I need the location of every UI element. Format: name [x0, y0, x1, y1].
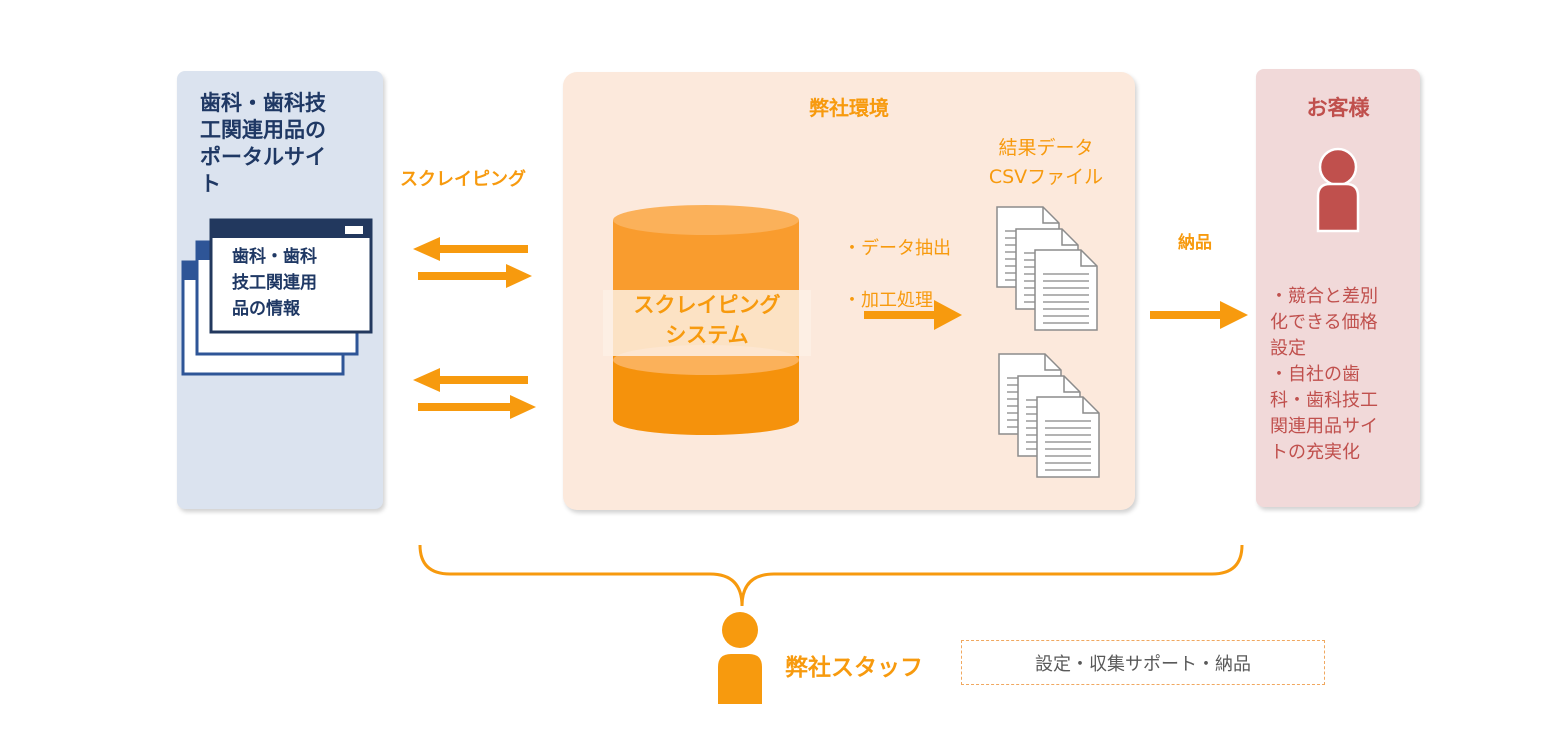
database-cylinder-icon: [603, 205, 811, 435]
person-icon: [718, 612, 762, 704]
scraping-arrows: [413, 237, 536, 419]
customer-panel: [1256, 69, 1420, 507]
browser-window-icon: [181, 218, 373, 376]
staff-tasks: 設定・収集サポート・納品: [1035, 653, 1251, 675]
product-info-label: 歯科・歯科 技工関連用 品の情報: [232, 247, 317, 319]
process-item-transform: ・加工処理: [843, 290, 933, 311]
customer-title: お客様: [1306, 96, 1370, 120]
delivery-label: 納品: [1178, 233, 1212, 253]
process-list: ・データ抽出 ・加工処理: [843, 210, 951, 340]
scraping-label: スクレイピング: [400, 169, 526, 190]
process-item-extract: ・データ抽出: [843, 238, 951, 259]
result-file-label: 結果データ CSVファイル: [988, 137, 1104, 188]
portal-site-title: 歯科・歯科技 工関連用品の ポータルサイ ト: [200, 91, 326, 196]
arrow-icon: [864, 300, 962, 330]
customer-benefits: ・競合と差別 化できる価格 設定 ・自社の歯 科・歯科技工 関連用品サイ トの充…: [1270, 286, 1378, 463]
person-icon: [1316, 147, 1360, 233]
staff-tasks-box: 設定・収集サポート・納品: [961, 640, 1325, 685]
staff-label: 弊社スタッフ: [785, 655, 923, 681]
scraping-system-label: スクレイピング システム: [633, 293, 781, 347]
company-environment-title: 弊社環境: [809, 96, 889, 120]
curly-brace: [418, 544, 1244, 607]
document-stack-icon: [998, 353, 1100, 478]
document-stack-icon: [996, 206, 1098, 331]
arrow-icon: [1150, 301, 1248, 329]
